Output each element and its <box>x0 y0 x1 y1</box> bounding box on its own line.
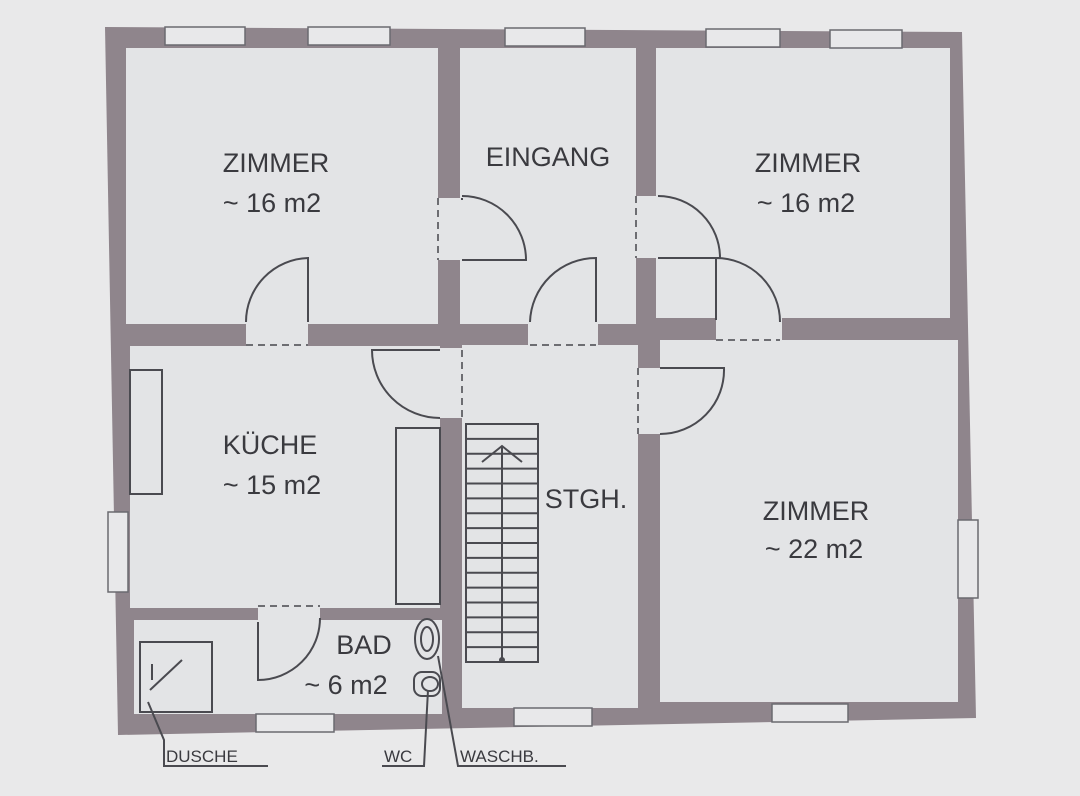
kitchen-counter-left <box>129 369 163 495</box>
leader-wc <box>382 689 429 767</box>
callout-waschb: WASCHB. <box>460 747 539 766</box>
leader-waschb <box>437 655 566 767</box>
window-right <box>957 519 979 599</box>
staircase <box>465 423 539 663</box>
leader-dusche <box>147 701 268 767</box>
label-zimmer-top-left-name: ZIMMER <box>223 148 329 178</box>
room-labels: ZIMMER ~ 16 m2 EINGANG ZIMMER ~ 16 m2 KÜ… <box>223 142 870 700</box>
window-bottom-2 <box>513 707 593 727</box>
floor-zimmer-top-left <box>126 48 438 324</box>
window-bottom-1 <box>255 713 335 733</box>
label-zimmer-bottom-right-area: ~ 22 m2 <box>765 534 863 564</box>
kitchen-counter-right <box>395 427 441 605</box>
door-stgh-top <box>529 256 597 323</box>
kitchen-counters <box>129 369 441 605</box>
door-eingang-left <box>461 195 528 261</box>
door-zimmer-top-right-a <box>657 195 722 259</box>
floor-eingang <box>460 48 636 324</box>
label-zimmer-bottom-right-name: ZIMMER <box>763 496 869 526</box>
floor-stgh <box>462 345 638 708</box>
label-zimmer-top-left-area: ~ 16 m2 <box>223 188 321 218</box>
label-zimmer-top-right-area: ~ 16 m2 <box>757 188 855 218</box>
window-top-3 <box>504 27 586 47</box>
callout-leaders <box>147 655 566 767</box>
door-zimmer-bottom-right <box>659 367 726 435</box>
floor-zimmer-top-right <box>656 48 950 318</box>
bathroom-fixtures <box>139 618 441 713</box>
windows <box>107 26 979 733</box>
floor-kueche <box>130 346 440 608</box>
callout-wc: WC <box>384 747 412 766</box>
door-bad <box>257 617 321 682</box>
window-top-2 <box>307 26 391 46</box>
callout-labels: DUSCHE WC WASCHB. <box>166 747 539 766</box>
label-kueche-area: ~ 15 m2 <box>223 470 321 500</box>
label-bad-name: BAD <box>336 630 392 660</box>
label-zimmer-top-right-name: ZIMMER <box>755 148 861 178</box>
window-top-4 <box>705 28 781 48</box>
door-kueche <box>370 349 441 419</box>
door-swings <box>245 195 781 682</box>
shower-tray <box>139 641 213 713</box>
stair-start-dot <box>499 657 505 663</box>
door-openings <box>246 196 782 624</box>
washbasin <box>414 618 440 660</box>
window-top-1 <box>164 26 246 46</box>
door-zimmer-top-left <box>245 256 309 323</box>
label-stgh: STGH. <box>545 484 628 514</box>
floor-bad <box>134 620 442 714</box>
label-bad-area: ~ 6 m2 <box>304 670 387 700</box>
window-bottom-3 <box>771 703 849 723</box>
window-left <box>107 511 129 593</box>
label-kueche-name: KÜCHE <box>223 430 318 460</box>
callout-dusche: DUSCHE <box>166 747 238 766</box>
door-zimmer-top-right-b <box>715 257 781 323</box>
window-top-5 <box>829 29 903 49</box>
label-eingang: EINGANG <box>486 142 611 172</box>
floor-zimmer-bottom-right <box>660 340 958 702</box>
